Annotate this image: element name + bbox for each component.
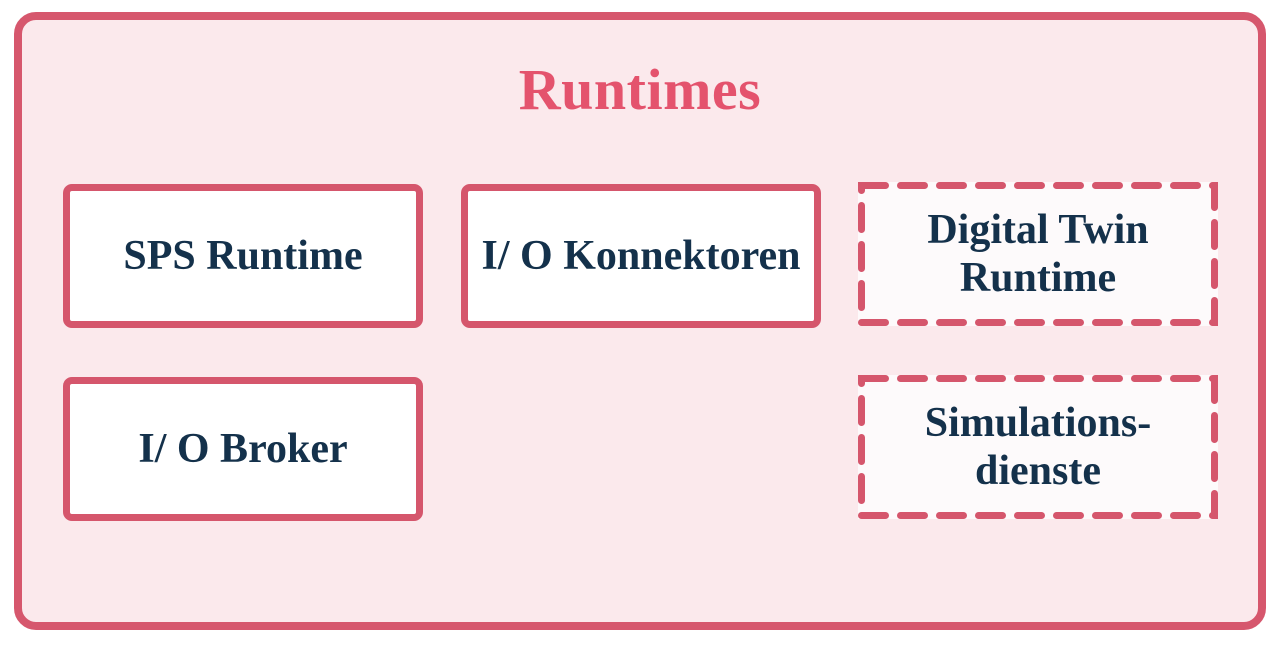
node-label: Digital Twin <box>927 206 1149 253</box>
diagram-title: Runtimes <box>518 57 762 122</box>
runtimes-container: Runtimes SPS Runtime I/ O Konnektoren Di… <box>14 12 1266 630</box>
node-label: Simulations- <box>924 399 1152 446</box>
node-digital-twin-runtime: Digital Twin Runtime <box>858 182 1218 326</box>
node-sps-runtime: SPS Runtime <box>63 184 423 328</box>
node-simulationsdienste: Simulations- dienste <box>858 375 1218 519</box>
node-label: I/ O Broker <box>138 425 348 472</box>
node-io-broker: I/ O Broker <box>63 377 423 521</box>
node-label: dienste <box>975 448 1101 494</box>
node-label: I/ O Konnektoren <box>481 232 801 279</box>
node-label: SPS Runtime <box>123 232 363 279</box>
node-io-konnektoren: I/ O Konnektoren <box>461 184 821 328</box>
node-label: Runtime <box>959 255 1117 301</box>
